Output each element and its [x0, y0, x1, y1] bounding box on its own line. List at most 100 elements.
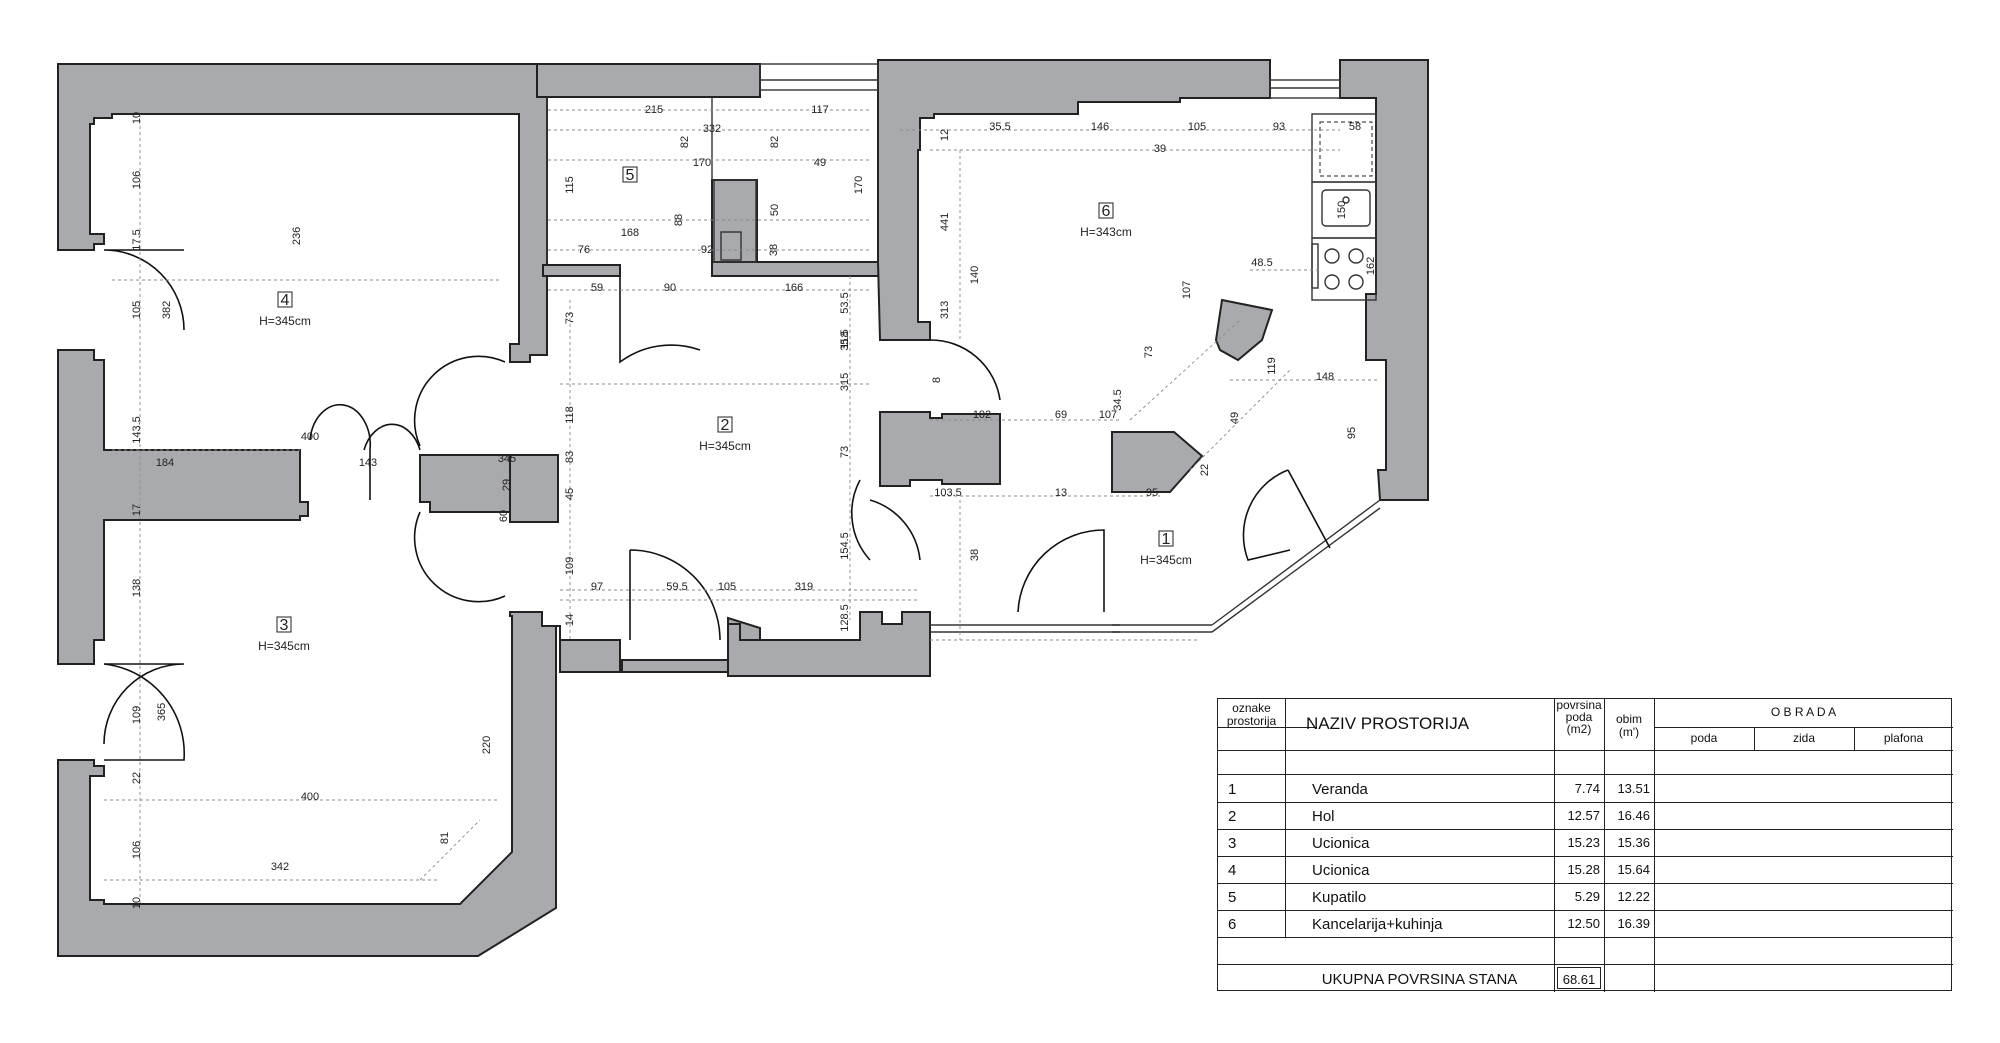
dimension-label: 12 — [939, 129, 951, 141]
room-number: 5 — [626, 167, 635, 184]
room-number-box — [1098, 202, 1114, 219]
dimension-label: 97 — [591, 581, 603, 593]
dimension-lines — [104, 109, 1380, 904]
row-perimeter: 12.22 — [1617, 889, 1650, 904]
dimension-label: 10 — [131, 112, 143, 124]
dimension-label: 14 — [564, 614, 576, 626]
room-number-box — [1158, 530, 1174, 547]
dimension-label: 128.5 — [839, 604, 851, 632]
row-area: 15.28 — [1567, 862, 1600, 877]
room-height: H=345cm — [259, 314, 311, 328]
dimension-label: 166 — [785, 282, 803, 294]
dimension-label: 315 — [839, 373, 851, 391]
dimension-label: 95 — [1346, 427, 1358, 439]
dimension-label: 107 — [1099, 409, 1117, 421]
header-naziv: NAZIV PROSTORIJA — [1306, 714, 1470, 733]
dimension-label: 146 — [1091, 121, 1109, 133]
dimension-label: 184 — [156, 457, 174, 469]
dimension-label: 140 — [969, 266, 981, 284]
dimension-label: 215 — [645, 104, 663, 116]
dimension-label: 35.5 — [839, 329, 851, 350]
room-height: H=345cm — [258, 639, 310, 653]
dimension-label: 115 — [564, 176, 576, 194]
dimension-label: 45 — [564, 488, 576, 500]
dimension-label: 154.5 — [839, 532, 851, 560]
dimension-label: 38 — [969, 549, 981, 561]
room-number: 3 — [280, 617, 289, 634]
dimension-label: 73 — [564, 312, 576, 324]
row-number: 5 — [1228, 889, 1237, 906]
room-height: H=345cm — [1140, 553, 1192, 567]
room-schedule-table: oznake prostorija NAZIV PROSTORIJA povrs… — [1217, 698, 1953, 992]
row-room-name: Veranda — [1312, 781, 1368, 798]
dimension-label: 29 — [501, 479, 513, 491]
row-perimeter: 16.39 — [1617, 916, 1650, 931]
row-perimeter: 15.64 — [1617, 862, 1650, 877]
dimension-label: 69 — [1055, 409, 1067, 421]
row-room-name: Ucionica — [1312, 862, 1370, 879]
row-number: 6 — [1228, 916, 1237, 933]
dimension-label: 109 — [564, 557, 576, 575]
dimension-label: 138 — [131, 579, 143, 597]
row-perimeter: 16.46 — [1617, 808, 1650, 823]
dimension-label: 105 — [1188, 121, 1206, 133]
row-number: 4 — [1228, 862, 1237, 879]
row-room-name: Hol — [1312, 808, 1335, 825]
row-perimeter: 15.36 — [1617, 835, 1650, 850]
row-room-name: Kancelarija+kuhinja — [1312, 916, 1443, 933]
row-area: 12.57 — [1567, 808, 1600, 823]
dimension-label: 332 — [703, 123, 721, 135]
dimension-label: 103.5 — [934, 487, 962, 499]
dimension-label: 49 — [1229, 412, 1241, 424]
header-oznake: oznake prostorija — [1226, 701, 1277, 728]
dimension-label: 150 — [1336, 201, 1348, 219]
row-room-name: Ucionica — [1312, 835, 1370, 852]
dimension-label: 220 — [481, 736, 493, 754]
dimension-label: 58 — [1349, 121, 1361, 133]
dimension-label: 50 — [769, 204, 781, 216]
dimension-label: 8 — [931, 377, 943, 383]
room-labels: 1H=345cm2H=345cm3H=345cm4H=345cm56H=343c… — [258, 166, 1192, 653]
room-number-box — [622, 166, 638, 183]
dimension-label: 48.5 — [1251, 257, 1272, 269]
dimension-label: 170 — [693, 157, 711, 169]
dimension-label: 38 — [768, 244, 780, 256]
dimension-label: 22 — [1199, 464, 1211, 476]
row-area: 7.74 — [1574, 781, 1600, 796]
dimension-label: 162 — [1365, 257, 1377, 275]
dimension-label: 400 — [301, 431, 319, 443]
dimension-label: 93 — [1273, 121, 1285, 133]
row-room-name: Kupatilo — [1312, 889, 1367, 906]
dimension-label: 345 — [498, 453, 516, 465]
dimension-label: 17 — [131, 504, 143, 516]
dimension-label: 107 — [1181, 281, 1193, 299]
dimension-label: 168 — [621, 227, 639, 239]
dimension-label: 49 — [814, 157, 826, 169]
dimension-label: 102 — [973, 409, 991, 421]
row-number: 3 — [1228, 835, 1237, 852]
dimension-label: 105 — [718, 581, 736, 593]
dimension-label: 95 — [1146, 487, 1158, 499]
dimension-label: 143.5 — [131, 416, 143, 444]
room-number: 6 — [1102, 203, 1111, 220]
dimension-label: 342 — [271, 861, 289, 873]
dimension-label: 319 — [795, 581, 813, 593]
header-obim: obim (m') — [1615, 712, 1642, 739]
total-label: UKUPNA POVRSINA STANA — [1321, 971, 1518, 988]
thin-lines — [546, 63, 1381, 633]
header-povrsina: povrsina poda (m2) — [1556, 698, 1602, 736]
dimension-label: 59.5 — [666, 581, 687, 593]
room-height: H=345cm — [699, 439, 751, 453]
kitchen-fixtures — [1311, 113, 1377, 301]
dimension-label: 441 — [939, 213, 951, 231]
dimension-label: 35.5 — [989, 121, 1010, 133]
dimension-label: 400 — [301, 791, 319, 803]
dimension-label: 83 — [564, 451, 576, 463]
room-number: 2 — [721, 417, 730, 434]
dimension-label: 148 — [1316, 371, 1334, 383]
header-obrada: O B R A D A — [1770, 705, 1837, 719]
dimension-label: 109 — [131, 706, 143, 724]
dimension-label: 119 — [1266, 357, 1278, 375]
dimension-label: 17.5 — [131, 229, 143, 250]
